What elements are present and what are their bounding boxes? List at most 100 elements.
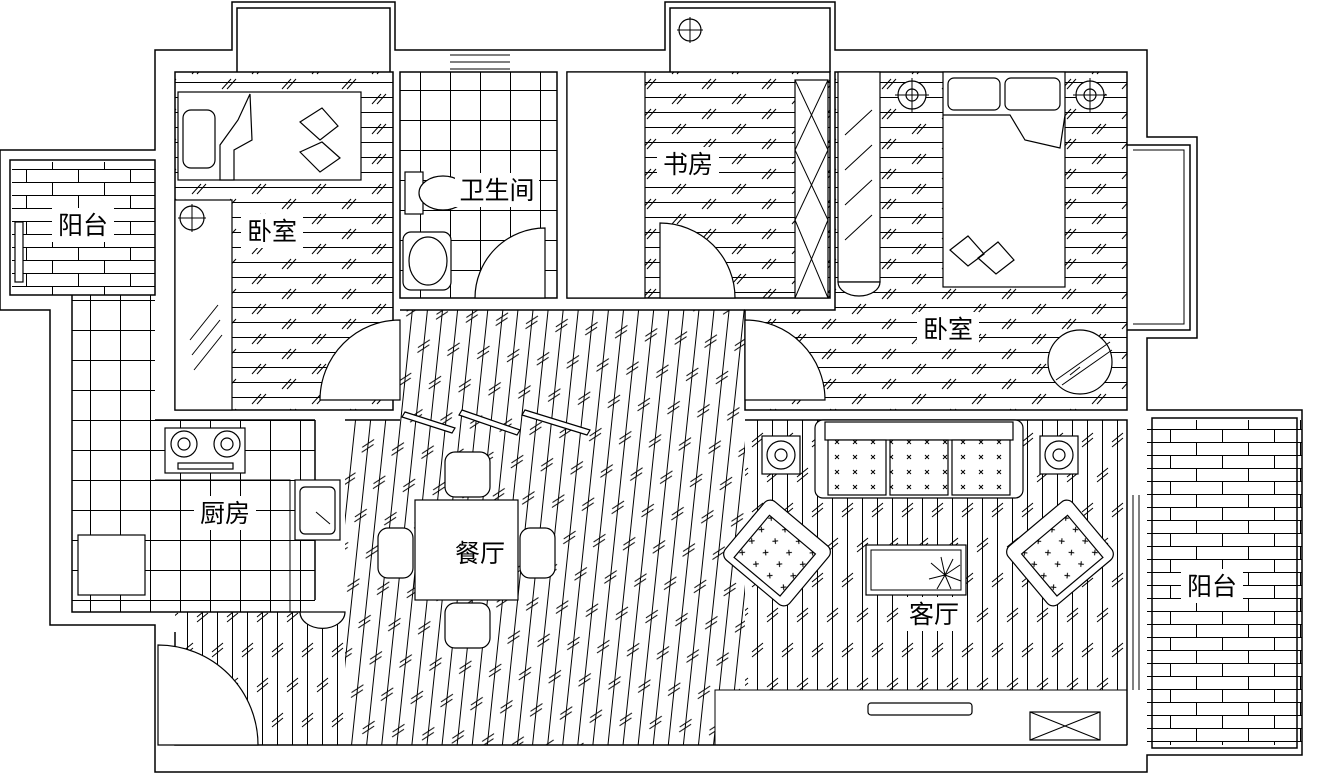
lamp-cross: [178, 204, 206, 232]
label-bg: [449, 536, 511, 570]
bed-left: [177, 91, 362, 181]
tv-cabinet: [867, 702, 1101, 741]
label-dining: 餐厅: [455, 539, 505, 568]
wardrobe-body: [174, 199, 233, 411]
outer-wall: [0, 1, 1303, 773]
round-table: [1047, 329, 1113, 395]
label-bg: [455, 173, 539, 207]
wardrobe-left: [174, 199, 233, 411]
sofa-back: [824, 421, 1014, 441]
bed-sheet-fold: [943, 114, 1066, 149]
label-balcony-left: 阳台: [58, 211, 108, 240]
burner-icon-inner: [220, 437, 234, 451]
round-table-chairs: [1055, 341, 1113, 386]
bedside-lamps: [895, 78, 1107, 112]
bed-pillow: [1004, 77, 1061, 111]
label-bedroom-left: 卧室: [247, 217, 297, 246]
label-bg: [1181, 569, 1243, 603]
bed-pillow: [947, 77, 1001, 111]
armchair-seat: [733, 514, 817, 597]
label-bg: [657, 147, 719, 181]
tv-unit: [867, 702, 973, 716]
kitchen-sink-basin: [299, 486, 336, 535]
lamp-icon-inner: [774, 448, 788, 462]
plant-icon: [928, 556, 962, 590]
door-bedroom-right: [744, 319, 826, 401]
bookshelf-cross: [794, 79, 829, 299]
lamp-icon-inner: [1052, 448, 1066, 462]
bay-window: [1127, 144, 1191, 331]
coffee-table: [865, 544, 967, 596]
door-bathroom: [474, 227, 546, 299]
niche-lamp-cross: [677, 17, 703, 43]
lamp-cross: [1073, 78, 1107, 112]
label-bathroom: 卫生间: [459, 176, 534, 205]
sofa: [814, 419, 1024, 499]
study-bookshelf: [794, 79, 829, 299]
throw-pillows: [298, 107, 341, 173]
kitchen-table: [77, 534, 146, 596]
label-bg: [52, 208, 114, 242]
wall-bedroom-right: [744, 71, 1128, 411]
label-bg: [917, 312, 979, 346]
lamp-cross: [895, 78, 929, 112]
round-table-top: [1047, 329, 1113, 395]
sofa-cushion: [889, 439, 949, 496]
label-bg: [241, 214, 303, 248]
door-entrance: [157, 644, 259, 746]
storage-cabinet-cross: [1029, 711, 1101, 741]
study-cabinet: [566, 71, 646, 299]
burner-icon-inner: [177, 437, 191, 451]
stove-knobs: [177, 462, 234, 470]
sofa-cushion: [827, 439, 887, 496]
floor-kitchen-upper: [72, 295, 155, 420]
armchair-seat: [1020, 514, 1104, 597]
throw-pillows: [949, 235, 1015, 275]
wall-balcony-left: [9, 159, 156, 296]
coffee-table-glass: [870, 549, 962, 591]
door-kitchen: [299, 611, 346, 629]
sink-basin: [408, 236, 448, 286]
wall-balcony-right: [1151, 417, 1298, 749]
door-study: [659, 222, 736, 299]
label-kitchen: 厨房: [200, 499, 250, 528]
wardrobe-body: [837, 71, 881, 283]
label-study: 书房: [663, 150, 713, 179]
top-niche-right: [669, 7, 831, 72]
sofa-cushion: [951, 439, 1011, 496]
dining-chair-bottom: [444, 602, 491, 649]
door-bedroom-left: [319, 319, 401, 401]
coffee-table-top: [865, 544, 967, 596]
folding-door-panel-1: [401, 411, 456, 434]
bed-pillow: [182, 109, 216, 169]
wardrobe-hangers: [189, 304, 223, 371]
dining-chair-right: [519, 527, 556, 579]
bed-sheet-fold: [219, 93, 253, 181]
wardrobe-stool: [837, 281, 881, 297]
kitchen-counter: [155, 479, 291, 612]
label-bg: [903, 597, 965, 631]
folding-door-panel-2: [458, 409, 521, 436]
dining-chair-top: [444, 451, 491, 498]
window-living-right: [1132, 495, 1140, 690]
armchair-left: [723, 499, 831, 607]
kitchen-furniture: [77, 427, 341, 612]
dining-chair-left: [377, 527, 414, 579]
room-labels: 阳台 卧室 卫生间 书房 卧室 厨房 餐厅 客厅 阳台: [52, 147, 1243, 631]
label-living: 客厅: [909, 600, 959, 629]
label-bg: [194, 496, 256, 530]
armchair-right: [1006, 499, 1114, 607]
window-bay: [1133, 149, 1185, 325]
wardrobe-hangers: [844, 109, 873, 241]
side-tables: [761, 435, 1079, 475]
label-balcony-right: 阳台: [1187, 572, 1237, 601]
balcony-door-handle: [14, 221, 24, 283]
study-furniture: [566, 17, 829, 299]
top-niche-left: [236, 7, 391, 72]
wardrobe-right: [837, 71, 881, 297]
window-top: [450, 54, 510, 70]
folding-door-panel-3: [521, 409, 591, 436]
doors: [157, 222, 826, 746]
faucet-icon: [315, 511, 331, 525]
